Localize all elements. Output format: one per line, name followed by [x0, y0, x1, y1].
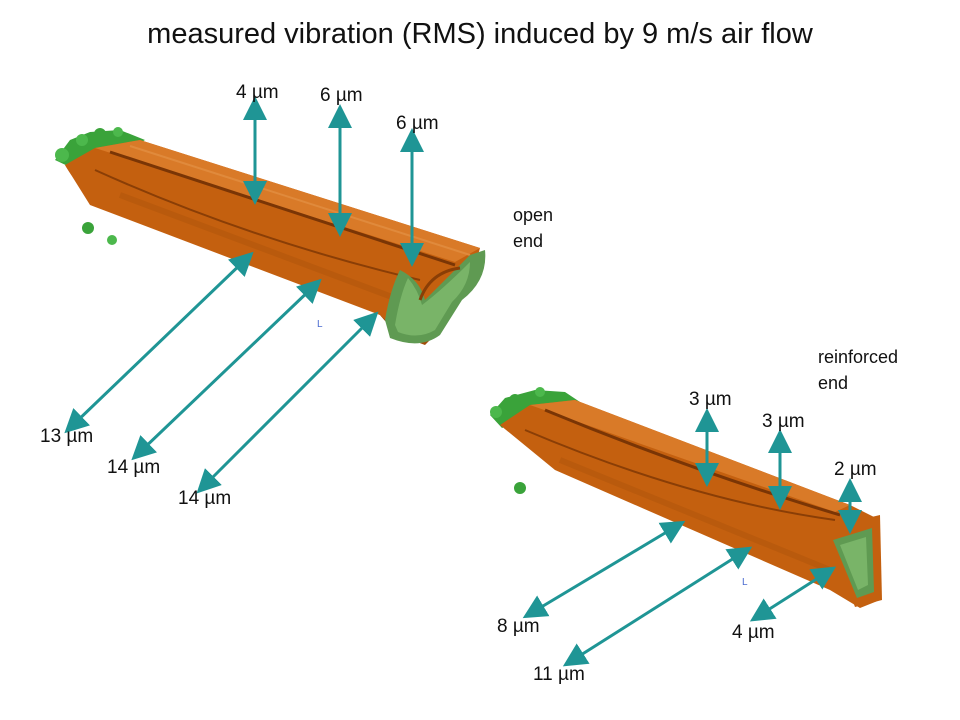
bottom-beam-body [500, 400, 880, 608]
bottom-vertical-label-1: 3 µm [689, 389, 732, 410]
top-lateral-label-3: 14 µm [178, 488, 232, 509]
svg-text:L: L [742, 577, 748, 588]
bottom-end-label: reinforced end [818, 344, 898, 396]
bottom-lateral-label-1: 8 µm [497, 616, 540, 637]
bottom-lateral-label-2: 11 µm [533, 664, 585, 685]
top-beam: L [55, 127, 486, 345]
top-lateral-label-2: 14 µm [107, 457, 161, 478]
diagram-title: measured vibration (RMS) induced by 9 m/… [147, 18, 813, 50]
top-lateral-label-1: 13 µm [40, 426, 94, 447]
bottom-vertical-label-3: 2 µm [834, 459, 877, 480]
top-end-label: open end [513, 202, 553, 254]
bottom-end-label-line1: reinforced [818, 347, 899, 367]
top-vertical-label-1: 4 µm [236, 82, 279, 103]
top-vertical-label-2: 6 µm [320, 85, 363, 106]
top-lateral-arrow-1 [64, 251, 254, 434]
top-lateral-arrow-3 [196, 311, 379, 494]
top-vertical-label-3: 6 µm [396, 113, 439, 134]
bottom-lateral-arrow-1 [522, 520, 686, 619]
bottom-lateral-arrow-2 [562, 546, 753, 667]
bottom-vertical-label-2: 3 µm [762, 411, 805, 432]
bottom-end-label-line2: end [818, 373, 849, 393]
bottom-lateral-label-3: 4 µm [732, 622, 775, 643]
top-lateral-arrow-2 [131, 278, 322, 461]
amplitude-arrows [64, 96, 862, 667]
bottom-lateral-arrow-3 [749, 566, 837, 622]
svg-text:L: L [317, 319, 323, 330]
top-end-label-line1: open [513, 205, 554, 225]
top-end-label-line2: end [513, 231, 544, 251]
